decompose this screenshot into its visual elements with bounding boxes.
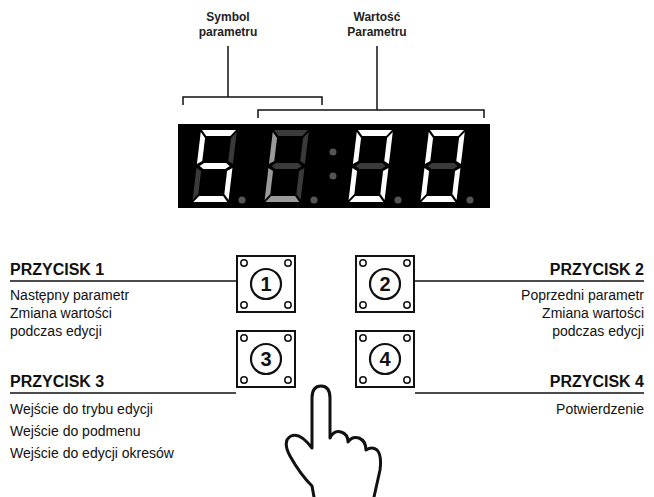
display-segment [274, 130, 308, 136]
display-segment [384, 132, 392, 164]
display-segment [228, 132, 236, 164]
display-segment [380, 168, 388, 200]
display-segment [452, 168, 460, 200]
button-heading: PRZYCISK 1 [10, 260, 104, 280]
decimal-point [395, 197, 402, 204]
button-heading: PRZYCISK 2 [550, 260, 644, 280]
button-function: Następny parametr [10, 287, 150, 305]
display-segment [202, 130, 236, 136]
display-segment [265, 168, 273, 200]
button-function: Potwierdzenie [556, 401, 644, 419]
button-function: Zmiana wartości podczas edycji [10, 305, 150, 340]
button-number: 4 [379, 348, 390, 371]
display-segment [300, 132, 308, 164]
button-function: Zmiana wartości podczas edycji [504, 305, 644, 340]
display-segment [421, 168, 429, 200]
display-segment [353, 132, 361, 164]
push-button: 2 [355, 255, 415, 313]
annotation: Wartość Parametru [332, 10, 422, 40]
button-heading: PRZYCISK 3 [10, 372, 104, 392]
decimal-point [467, 197, 474, 204]
display-segment [197, 132, 205, 164]
button-function: Wejście do trybu edycji [10, 401, 153, 419]
push-button: 4 [355, 330, 415, 388]
button-function: Wejście do edycji okresów [10, 445, 174, 463]
display-segment [193, 196, 227, 202]
display-segment [425, 132, 433, 164]
display-segment [456, 132, 464, 164]
annotation: Symbol parametru [183, 10, 273, 40]
push-button: 3 [236, 330, 296, 388]
button-number: 3 [260, 348, 271, 371]
button-number: 1 [260, 273, 271, 296]
display-segment [356, 163, 386, 169]
button-function: Wejście do podmenu [10, 423, 140, 441]
display-segment [358, 130, 392, 136]
display-segment [428, 163, 458, 169]
display-segment [265, 196, 299, 202]
display-segment [296, 168, 304, 200]
decimal-point [311, 197, 318, 204]
display-segment [269, 132, 277, 164]
decimal-point [239, 197, 246, 204]
display-segment [193, 168, 201, 200]
display-segment [349, 168, 357, 200]
display-segment [349, 196, 383, 202]
button-heading: PRZYCISK 4 [550, 372, 644, 392]
display-segment [200, 163, 230, 169]
display-segment [430, 130, 464, 136]
display-segment [224, 168, 232, 200]
push-button: 1 [236, 255, 296, 313]
button-function: Poprzedni parametr [504, 287, 644, 305]
display-segment [421, 196, 455, 202]
button-number: 2 [379, 273, 390, 296]
display-segment [272, 163, 302, 169]
